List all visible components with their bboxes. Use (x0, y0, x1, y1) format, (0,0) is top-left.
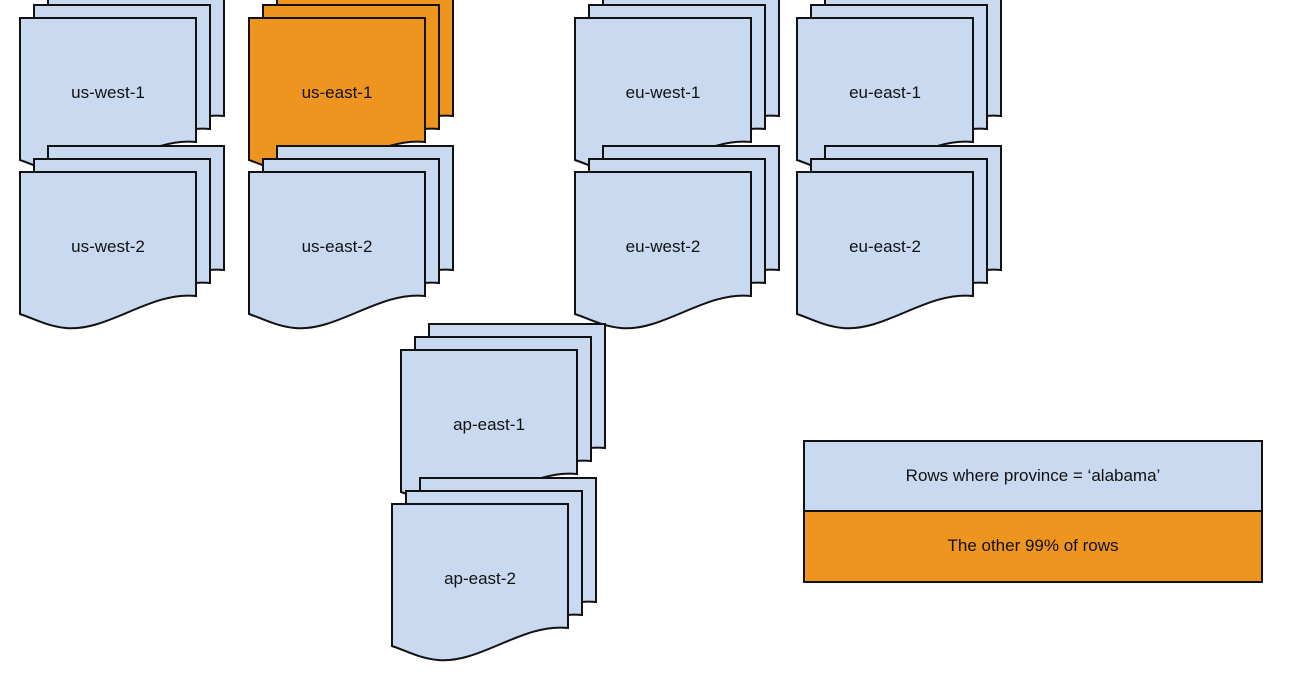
region-stack-eu-west-2[interactable] (574, 145, 785, 344)
legend-label-other: The other 99% of rows (947, 536, 1119, 556)
document-sheet-front (19, 171, 197, 330)
region-stack-us-east-2[interactable] (248, 145, 459, 344)
document-sheet-front (796, 171, 974, 330)
legend-row-other: The other 99% of rows (805, 511, 1261, 581)
region-stack-ap-east-1[interactable] (400, 323, 611, 522)
region-stack-eu-east-1[interactable] (796, 0, 1007, 190)
document-sheet-front (391, 503, 569, 662)
legend-label-highlight: Rows where province = ‘alabama’ (905, 465, 1161, 485)
region-stack-us-east-1[interactable] (248, 0, 459, 190)
region-stack-eu-east-2[interactable] (796, 145, 1007, 344)
legend: Rows where province = ‘alabama’ The othe… (803, 440, 1263, 583)
document-sheet-front (248, 171, 426, 330)
region-stack-us-west-2[interactable] (19, 145, 230, 344)
legend-row-highlight: Rows where province = ‘alabama’ (805, 442, 1261, 512)
region-stack-ap-east-2[interactable] (391, 477, 602, 676)
document-sheet-front (574, 171, 752, 330)
